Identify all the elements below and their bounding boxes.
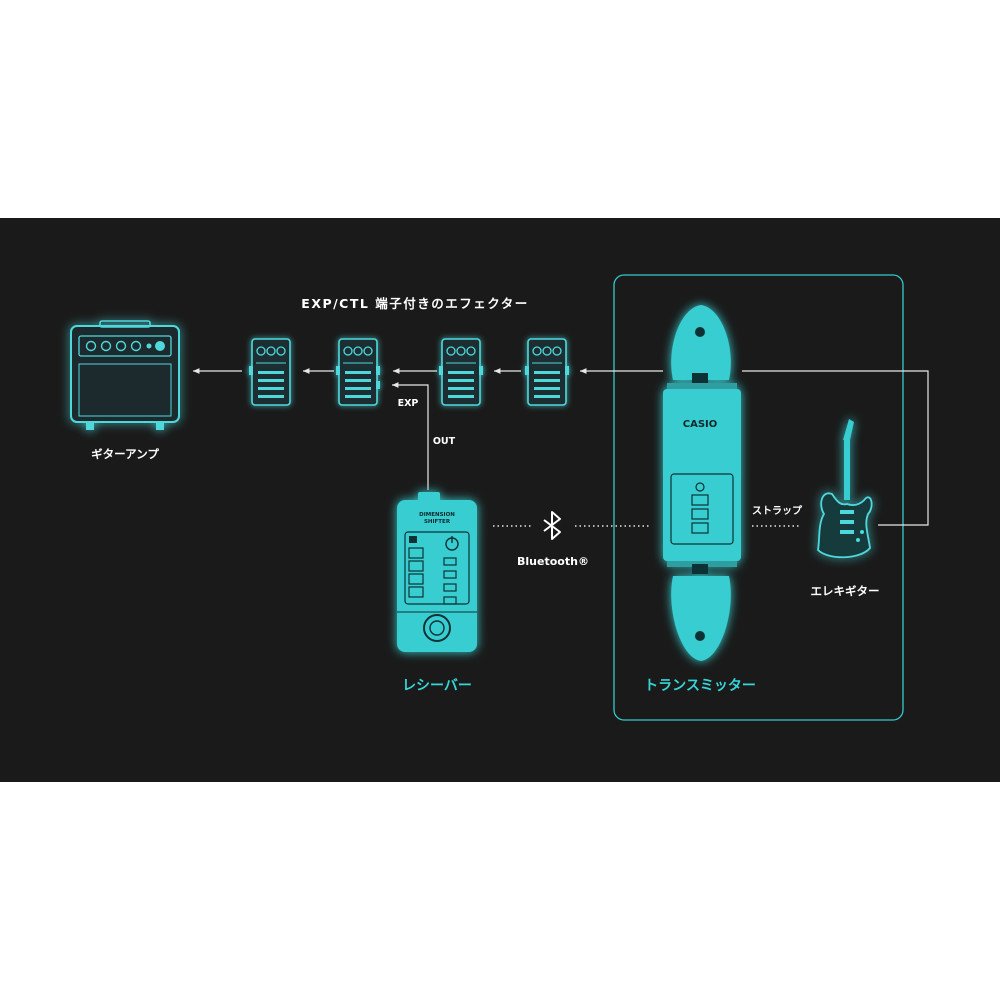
- receiver-logo-line1: DIMENSION: [419, 512, 455, 518]
- casio-logo: CASIO: [683, 419, 718, 430]
- transmitter-label: トランスミッター: [644, 678, 756, 694]
- transmitter-frame: [613, 274, 904, 721]
- diagram-panel: EXP/CTL 端子付きのエフェクター ギターアンプ EXP: [0, 218, 1000, 782]
- exp-port-label: EXP: [398, 398, 419, 409]
- out-port-label: OUT: [433, 436, 456, 447]
- amp-label: ギターアンプ: [91, 447, 159, 461]
- receiver-logo-line2: SHIFTER: [424, 519, 451, 525]
- effectors-heading: EXP/CTL 端子付きのエフェクター: [301, 296, 528, 311]
- strap-label: ストラップ: [752, 504, 803, 517]
- transmitter-device-icon: [663, 305, 741, 661]
- effector-pedal-icon: [249, 338, 569, 406]
- bluetooth-label: Bluetooth®: [517, 555, 589, 568]
- guitar-amp-icon: [70, 320, 180, 430]
- connection-diagram: EXP/CTL 端子付きのエフェクター ギターアンプ EXP: [70, 274, 929, 721]
- receiver-device-icon: [397, 492, 477, 652]
- guitar-label: エレキギター: [811, 584, 880, 598]
- electric-guitar-icon: [817, 419, 873, 559]
- bluetooth-icon: [543, 511, 561, 540]
- receiver-label: レシーバー: [402, 678, 472, 694]
